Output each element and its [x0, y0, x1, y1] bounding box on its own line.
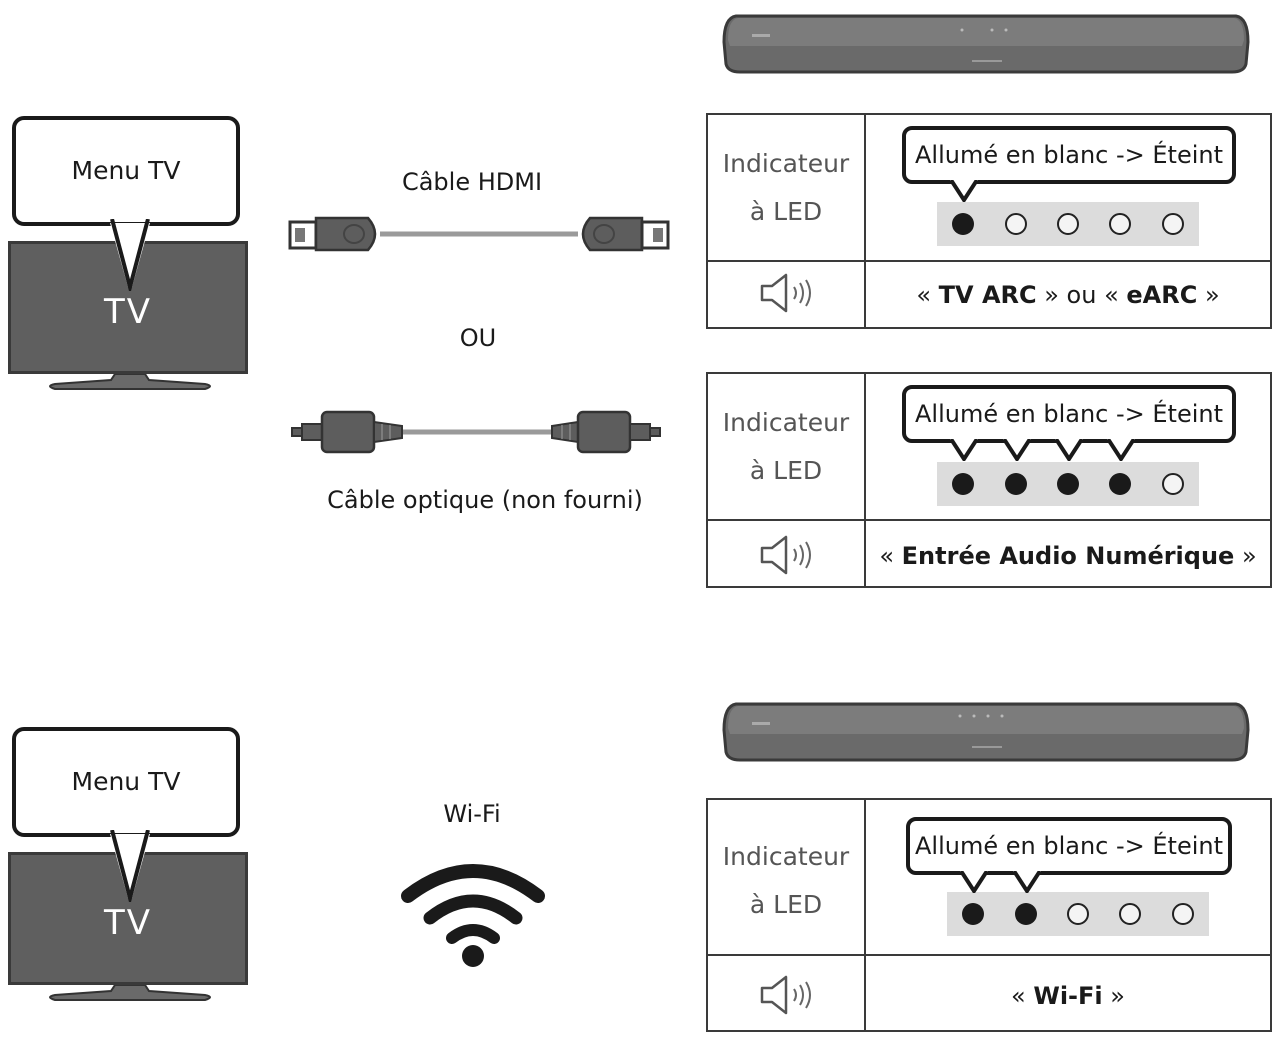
led-pointer-icon	[1003, 439, 1031, 461]
wifi-label: Wi-Fi	[443, 800, 501, 828]
led-5	[1162, 213, 1184, 235]
led-pointer-icon	[1013, 871, 1041, 893]
tv-stand-icon	[49, 374, 211, 390]
optical-cable-label: Câble optique (non fourni)	[327, 486, 643, 514]
led-pointer-icon	[1107, 439, 1135, 461]
indicator-label-line1: Indicateur	[722, 842, 850, 871]
menu-tv-bubble: Menu TV	[12, 727, 240, 837]
indicator-label-line2: à LED	[749, 456, 823, 485]
led-1	[952, 473, 974, 495]
led-4	[1119, 903, 1141, 925]
tv-stand-icon	[49, 985, 211, 1001]
speaker-icon	[760, 273, 811, 313]
soundbar-icon	[722, 702, 1250, 762]
led-1	[952, 213, 974, 235]
led-4	[1109, 473, 1131, 495]
led-pointer-icon	[950, 180, 978, 202]
indicator-label-line1: Indicateur	[722, 149, 850, 178]
tv-top: TV Menu TV	[0, 116, 250, 396]
indicator-label-line2: à LED	[749, 890, 823, 919]
led-1	[962, 903, 984, 925]
led-4	[1109, 213, 1131, 235]
mode-text: « TV ARC » ou « eARC »	[916, 281, 1220, 309]
hdmi-cable-label: Câble HDMI	[401, 168, 543, 196]
mode-text: « Entrée Audio Numérique »	[879, 542, 1257, 570]
led-3	[1057, 213, 1079, 235]
indicator-label-line2: à LED	[749, 197, 823, 226]
tv-screen-label: TV	[103, 292, 153, 332]
status-bubble: Allumé en blanc -> Éteint	[902, 126, 1236, 184]
optical-cable-icon	[291, 410, 661, 454]
led-strip	[937, 462, 1199, 506]
tv-bottom: TV Menu TV	[0, 727, 250, 1007]
led-2	[1005, 213, 1027, 235]
indicator-label-line1: Indicateur	[722, 408, 850, 437]
led-pointer-icon	[960, 871, 988, 893]
soundbar-icon	[722, 14, 1250, 74]
menu-tv-label: Menu TV	[71, 767, 181, 796]
tv-screen: TV	[8, 852, 248, 985]
led-strip	[937, 202, 1199, 246]
led-table-wifi: Indicateur à LED Allumé en blanc -> Étei…	[706, 798, 1272, 1032]
led-2	[1015, 903, 1037, 925]
led-table-optical: Indicateur à LED Allumé en blanc -> Étei…	[706, 372, 1272, 588]
or-label: OU	[459, 324, 497, 352]
led-pointer-icon	[950, 439, 978, 461]
bubble-pointer-icon	[110, 830, 150, 902]
led-strip	[947, 892, 1209, 936]
led-table-hdmi: Indicateur à LED Allumé en blanc -> Étei…	[706, 113, 1272, 329]
led-3	[1057, 473, 1079, 495]
status-bubble: Allumé en blanc -> Éteint	[906, 817, 1232, 875]
menu-tv-bubble: Menu TV	[12, 116, 240, 226]
status-bubble: Allumé en blanc -> Éteint	[902, 385, 1236, 443]
led-2	[1005, 473, 1027, 495]
mode-text: « Wi-Fi »	[1011, 982, 1125, 1010]
bubble-pointer-icon	[110, 219, 150, 291]
hdmi-cable-icon	[288, 216, 670, 252]
speaker-icon	[760, 535, 811, 575]
led-5	[1162, 473, 1184, 495]
led-5	[1172, 903, 1194, 925]
speaker-icon	[760, 975, 811, 1015]
wifi-icon	[401, 864, 545, 967]
tv-screen-label: TV	[103, 903, 153, 943]
menu-tv-label: Menu TV	[71, 156, 181, 185]
led-3	[1067, 903, 1089, 925]
led-pointer-icon	[1055, 439, 1083, 461]
